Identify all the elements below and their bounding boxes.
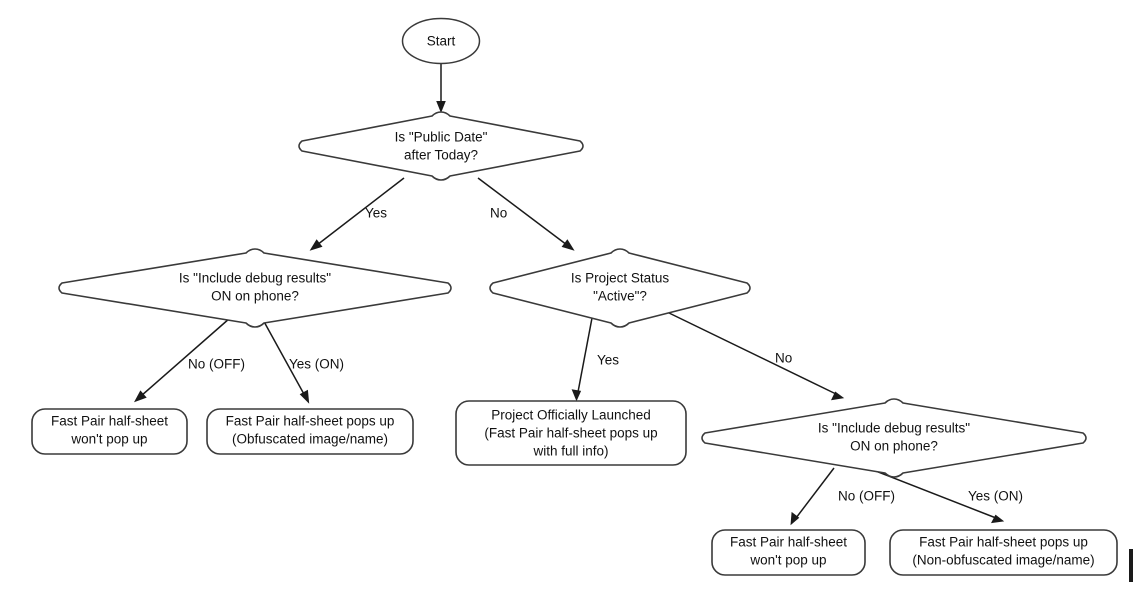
edge-label-project-status-yes: Yes (597, 353, 619, 368)
node-decision-debug-left-line2: ON on phone? (211, 289, 299, 304)
node-result-left-on[interactable]: Fast Pair half-sheet pops up (Obfuscated… (206, 408, 414, 455)
edge-debug-right-off: No (OFF) (790, 467, 895, 526)
edge-debug-left-off: No (OFF) (134, 317, 245, 403)
node-start-label: Start (427, 34, 456, 49)
node-result-left-off-line1: Fast Pair half-sheet (51, 414, 168, 429)
edge-label-debug-left-off: No (OFF) (188, 357, 245, 372)
node-result-right-off-line2: won't pop up (749, 553, 826, 568)
edge-label-public-date-no: No (490, 206, 507, 221)
node-result-left-on-line1: Fast Pair half-sheet pops up (226, 414, 395, 429)
edge-label-public-date-yes: Yes (365, 206, 387, 221)
node-start[interactable]: Start (401, 17, 481, 65)
node-result-launched-line3: with full info) (532, 444, 608, 459)
node-result-launched[interactable]: Project Officially Launched (Fast Pair h… (455, 400, 687, 466)
node-result-launched-line1: Project Officially Launched (491, 408, 651, 423)
node-decision-public-date-line2: after Today? (404, 148, 478, 163)
node-decision-project-status-line2: "Active"? (593, 289, 647, 304)
edge-label-debug-right-off: No (OFF) (838, 489, 895, 504)
edge-label-debug-right-on: Yes (ON) (968, 489, 1023, 504)
node-result-right-on-line1: Fast Pair half-sheet pops up (919, 535, 1088, 550)
node-result-left-off-line2: won't pop up (70, 432, 147, 447)
node-result-right-off[interactable]: Fast Pair half-sheet won't pop up (711, 529, 866, 576)
edge-public-date-no: No (477, 177, 575, 251)
edge-crop-artifact (1129, 549, 1133, 582)
node-result-left-off[interactable]: Fast Pair half-sheet won't pop up (31, 408, 188, 455)
node-decision-debug-right[interactable]: Is "Include debug results" ON on phone? (701, 398, 1087, 478)
edge-label-debug-left-on: Yes (ON) (289, 357, 344, 372)
edge-project-status-no: No (666, 311, 845, 401)
edge-start-to-public-date (436, 62, 446, 113)
node-decision-debug-left-line1: Is "Include debug results" (179, 271, 331, 286)
edge-label-project-status-no: No (775, 351, 792, 366)
node-decision-public-date[interactable]: Is "Public Date" after Today? (298, 111, 584, 181)
edge-project-status-yes: Yes (571, 317, 619, 402)
node-decision-project-status-line1: Is Project Status (571, 271, 670, 286)
node-decision-debug-right-line1: Is "Include debug results" (818, 421, 970, 436)
node-result-right-on-line2: (Non-obfuscated image/name) (912, 553, 1094, 568)
edge-debug-left-on: Yes (ON) (261, 317, 344, 404)
edge-public-date-yes: Yes (309, 177, 405, 251)
node-decision-public-date-line1: Is "Public Date" (395, 130, 488, 145)
node-result-launched-line2: (Fast Pair half-sheet pops up (484, 426, 657, 441)
node-decision-debug-left[interactable]: Is "Include debug results" ON on phone? (58, 248, 452, 328)
node-decision-project-status[interactable]: Is Project Status "Active"? (489, 248, 751, 328)
node-result-left-on-line2: (Obfuscated image/name) (232, 432, 388, 447)
node-result-right-off-line1: Fast Pair half-sheet (730, 535, 847, 550)
node-result-right-on[interactable]: Fast Pair half-sheet pops up (Non-obfusc… (889, 529, 1118, 576)
node-decision-debug-right-line2: ON on phone? (850, 439, 938, 454)
